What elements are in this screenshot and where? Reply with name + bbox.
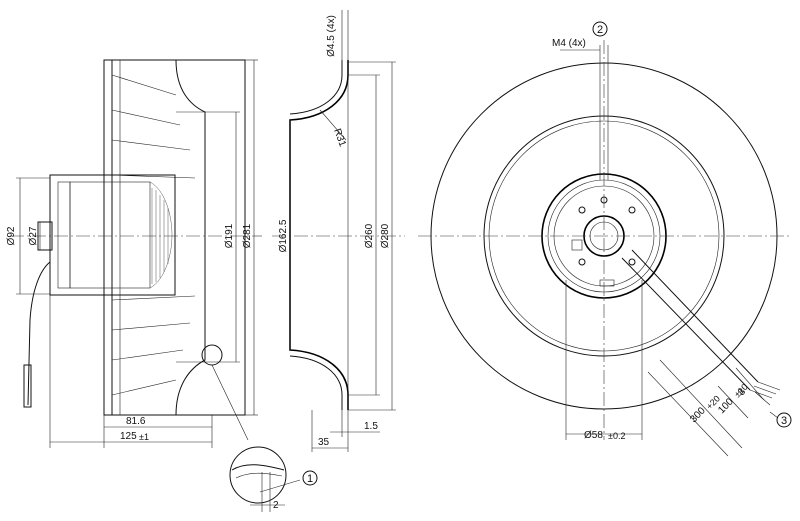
dim-len-81-6: 81.6 [126, 416, 146, 427]
dim-len-35: 35 [318, 437, 330, 448]
impeller-backplate [103, 59, 113, 416]
dim-dia-92: Ø92 [6, 226, 17, 245]
section-view: Ø4.5 (4x) R31 Ø162.5 Ø260 Ø280 35 1.5 [272, 10, 405, 452]
callout-2 [592, 21, 608, 37]
dim-dia-162-5: Ø162.5 [278, 219, 289, 252]
dim-dia-191: Ø191 [224, 223, 235, 248]
svg-text:3: 3 [781, 415, 787, 427]
cable-front [621, 249, 759, 391]
motor-body [49, 174, 176, 296]
side-view: Ø92 Ø27 Ø191 Ø281 81.6 125 ±1 2 1 [6, 59, 318, 512]
callout-3 [776, 412, 792, 428]
dim-wire-len: 8 [736, 386, 748, 398]
dim-dia-58-tol: ±0.2 [608, 431, 625, 441]
dim-dia-260: Ø260 [364, 223, 375, 248]
dim-len-1-5: 1.5 [364, 421, 378, 432]
callout-1 [302, 470, 318, 486]
dim-dia-27: Ø27 [28, 226, 39, 245]
dim-len-2: 2 [273, 500, 279, 511]
dim-dia-280: Ø280 [380, 223, 391, 248]
dim-dia-281: Ø281 [242, 223, 253, 248]
dim-hole: Ø4.5 (4x) [326, 15, 337, 57]
dim-len-125-tol: ±1 [139, 432, 149, 442]
cable [27, 261, 51, 406]
svg-text:2: 2 [597, 24, 603, 36]
dim-dia-58: Ø58 [584, 430, 603, 441]
dim-radius: R31 [331, 127, 348, 148]
svg-text:1: 1 [307, 473, 313, 485]
front-view: M4 (4x) 2 Ø58 ±0.2 300 +20 100 ±10 8 3 [418, 21, 792, 457]
dim-thread: M4 (4x) [552, 38, 586, 49]
detail-view [229, 446, 287, 504]
inlet-ring-profile [289, 60, 349, 410]
dim-len-125: 125 [120, 431, 137, 442]
